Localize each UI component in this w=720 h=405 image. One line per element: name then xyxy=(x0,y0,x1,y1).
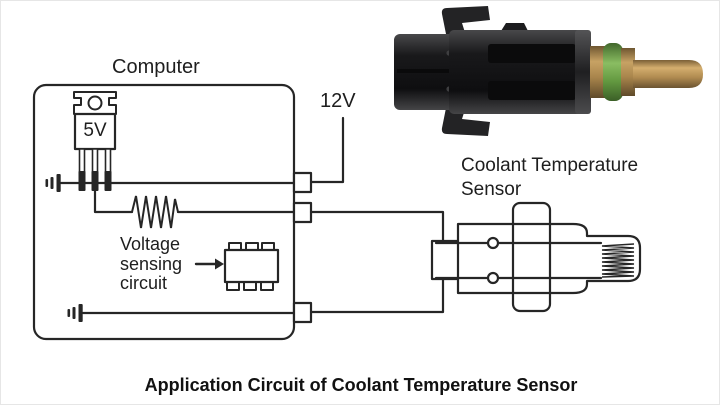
sensor-brass-collar xyxy=(590,46,605,98)
sensor-connector-plug xyxy=(430,239,461,281)
chassis-ground-bottom-icon xyxy=(67,304,83,322)
terminal-eyelet-top xyxy=(486,236,500,250)
sensor-label: Coolant Temperature Sensor xyxy=(461,155,639,200)
sensor-oring xyxy=(603,43,623,101)
computer-label: Computer xyxy=(112,56,200,78)
chassis-ground-top-icon xyxy=(45,174,61,192)
figure-caption: Application Circuit of Coolant Temperatu… xyxy=(144,375,578,395)
connector-terminal-signal xyxy=(292,201,313,224)
wiring-harness-loop xyxy=(309,210,445,314)
sensor-mounting-flange xyxy=(511,201,552,313)
connector-terminal-ground xyxy=(292,301,313,324)
regulator-voltage-label: 5V xyxy=(83,120,107,142)
coolant-sensor-photo xyxy=(394,6,703,136)
arrow-icon xyxy=(194,258,224,270)
sensor-probe-tip xyxy=(633,60,703,88)
thermistor-element-icon xyxy=(601,243,635,278)
supply-voltage-label: 12V xyxy=(320,90,356,112)
regulator-mounting-hole xyxy=(87,95,103,111)
sensor-barrel xyxy=(449,30,591,114)
regulator-output-wire xyxy=(93,189,134,214)
connector-terminal-12v xyxy=(292,171,313,194)
resistor-icon xyxy=(131,195,179,229)
terminal-eyelet-bottom xyxy=(486,271,500,285)
voltage-sensing-ic-icon xyxy=(223,242,280,291)
12v-feed-wire xyxy=(309,116,345,184)
voltage-regulator-5v-icon xyxy=(73,91,117,191)
voltage-sensing-label: Voltage sensing circuit xyxy=(120,234,183,293)
